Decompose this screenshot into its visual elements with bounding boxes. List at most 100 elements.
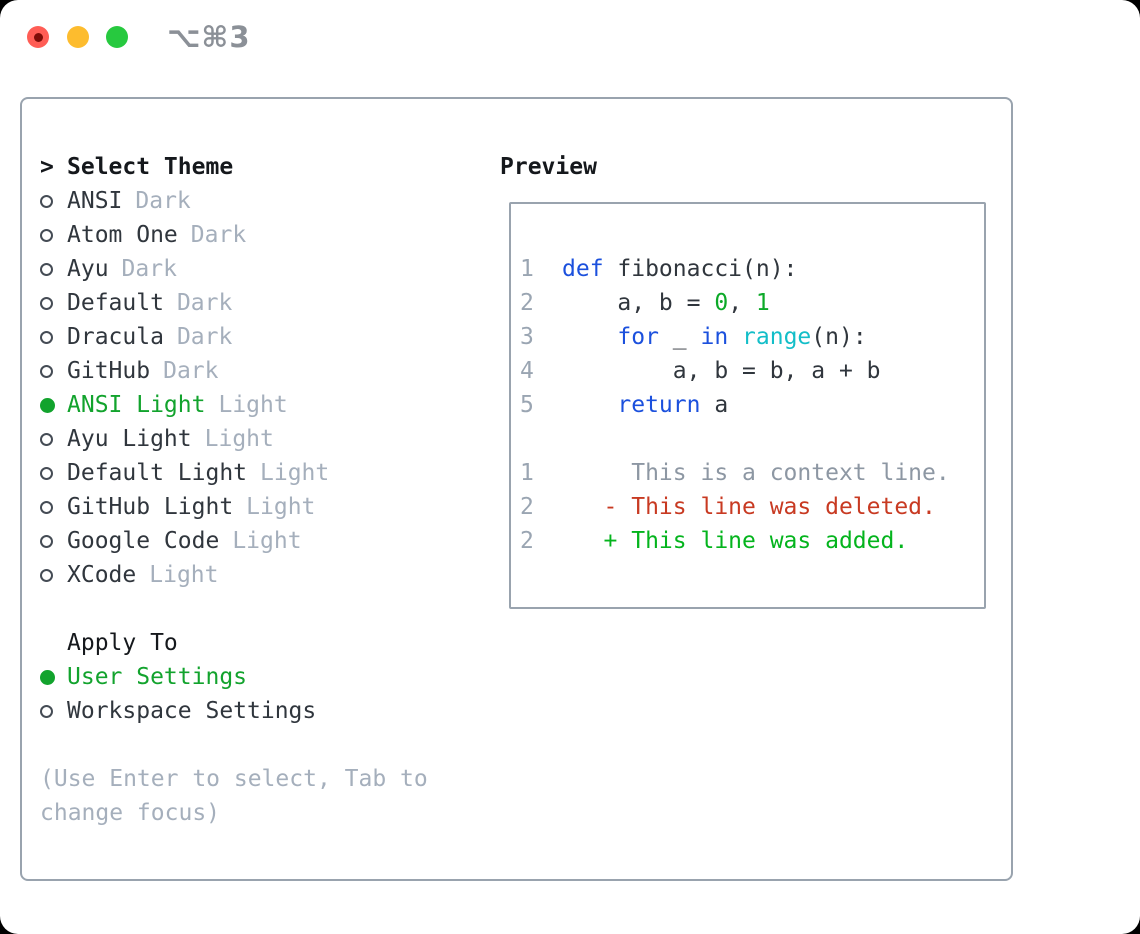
- radio-dot-icon: [40, 330, 53, 344]
- select-theme-header: > Select Theme: [40, 150, 428, 184]
- blank-line: [520, 422, 984, 456]
- line-text: def fibonacci(n):: [562, 256, 797, 282]
- token-ctx: This is a context line.: [562, 460, 950, 486]
- token-builtin: range: [742, 324, 812, 350]
- radio-dot-icon: [40, 194, 53, 208]
- radio-dot-icon: [40, 364, 53, 378]
- item-variant-label: Light: [204, 426, 274, 452]
- item-variant-label: Light: [149, 562, 219, 588]
- token-plain: (n):: [811, 324, 867, 350]
- item-label: GitHub: [67, 358, 151, 384]
- code-line: 3 for _ in range(n):: [520, 320, 984, 354]
- line-number: 2: [520, 494, 534, 520]
- token-plain: a, b = b, a + b: [562, 358, 881, 384]
- list-item[interactable]: Google Code Light: [40, 524, 428, 558]
- list-item[interactable]: Default Light Light: [40, 456, 428, 490]
- line-number: 1: [520, 256, 534, 282]
- item-label: ANSI Light: [67, 392, 206, 418]
- line-text: for _ in range(n):: [562, 324, 867, 350]
- list-item[interactable]: Ayu Light Light: [40, 422, 428, 456]
- list-item[interactable]: User Settings: [40, 660, 428, 694]
- radio-dot-icon: [40, 500, 53, 514]
- diff-deleted-line: 2 - This line was deleted.: [520, 490, 984, 524]
- token-del: - This line was deleted.: [562, 494, 936, 520]
- hint-text: (Use Enter to select, Tab to change focu…: [40, 762, 428, 830]
- item-variant-label: Dark: [121, 256, 177, 282]
- token-plain: fibonacci(n):: [603, 256, 798, 282]
- item-variant-label: Dark: [176, 324, 233, 350]
- traffic-light-zoom-button[interactable]: [106, 26, 128, 48]
- diff-context-line: 1 This is a context line.: [520, 456, 984, 490]
- radio-icon: [40, 568, 67, 582]
- item-label: GitHub Light: [67, 494, 234, 520]
- item-variant-label: Light: [246, 494, 316, 520]
- item-label: Atom One: [67, 222, 178, 248]
- apply-to-title: Apply To: [67, 630, 178, 656]
- radio-dot-icon: [40, 262, 53, 276]
- item-label: Default Light: [67, 460, 248, 486]
- line-text: - This line was deleted.: [562, 494, 936, 520]
- list-item[interactable]: GitHub Light Light: [40, 490, 428, 524]
- code-line: 5 return a: [520, 388, 984, 422]
- radio-dot-icon: [40, 669, 55, 685]
- token-kw: return: [617, 392, 701, 418]
- item-variant-label: Light: [260, 460, 330, 486]
- line-number: 2: [520, 528, 534, 554]
- token-num: 1: [755, 290, 770, 316]
- list-item[interactable]: ANSI Light Light: [40, 388, 428, 422]
- traffic-light-close-button[interactable]: [27, 26, 49, 48]
- line-text: return a: [562, 392, 728, 418]
- item-variant-label: Light: [218, 392, 288, 418]
- code-line: 2 a, b = 0, 1: [520, 286, 984, 320]
- cursor-caret-icon: >: [40, 154, 54, 180]
- item-label: Google Code: [67, 528, 220, 554]
- radio-icon: [40, 432, 67, 446]
- radio-icon: [40, 262, 67, 276]
- token-plain: a, b =: [562, 290, 715, 316]
- item-label: Ayu: [67, 256, 109, 282]
- token-add: + This line was added.: [562, 528, 909, 554]
- radio-dot-icon: [40, 466, 53, 480]
- line-number: 3: [520, 324, 534, 350]
- token-kw: def: [562, 256, 604, 282]
- item-label: Ayu Light: [67, 426, 192, 452]
- diff-added-line: 2 + This line was added.: [520, 524, 984, 558]
- unsaved-dot-icon: [33, 32, 43, 42]
- keyboard-shortcut-label: ⌥⌘3: [167, 20, 251, 54]
- radio-icon: [40, 704, 67, 718]
- select-theme-title: Select Theme: [67, 154, 234, 180]
- code-line: 1 def fibonacci(n):: [520, 252, 984, 286]
- radio-icon: [40, 194, 67, 208]
- radio-dot-icon: [40, 397, 55, 413]
- radio-icon: [40, 330, 67, 344]
- radio-dot-icon: [40, 568, 53, 582]
- token-plain: [562, 324, 617, 350]
- radio-dot-icon: [40, 296, 53, 310]
- traffic-light-minimize-button[interactable]: [67, 26, 89, 48]
- radio-selected-icon: [40, 669, 67, 685]
- token-plain: _: [658, 324, 701, 350]
- list-item[interactable]: Atom One Dark: [40, 218, 428, 252]
- list-item[interactable]: Workspace Settings: [40, 694, 428, 728]
- list-item[interactable]: Ayu Dark: [40, 252, 428, 286]
- code-line: 4 a, b = b, a + b: [520, 354, 984, 388]
- line-number: 4: [520, 358, 534, 384]
- item-variant-label: Light: [232, 528, 302, 554]
- token-kw: in: [700, 324, 729, 350]
- line-text: + This line was added.: [562, 528, 909, 554]
- radio-dot-icon: [40, 704, 53, 718]
- radio-icon: [40, 534, 67, 548]
- item-variant-label: Dark: [190, 222, 247, 248]
